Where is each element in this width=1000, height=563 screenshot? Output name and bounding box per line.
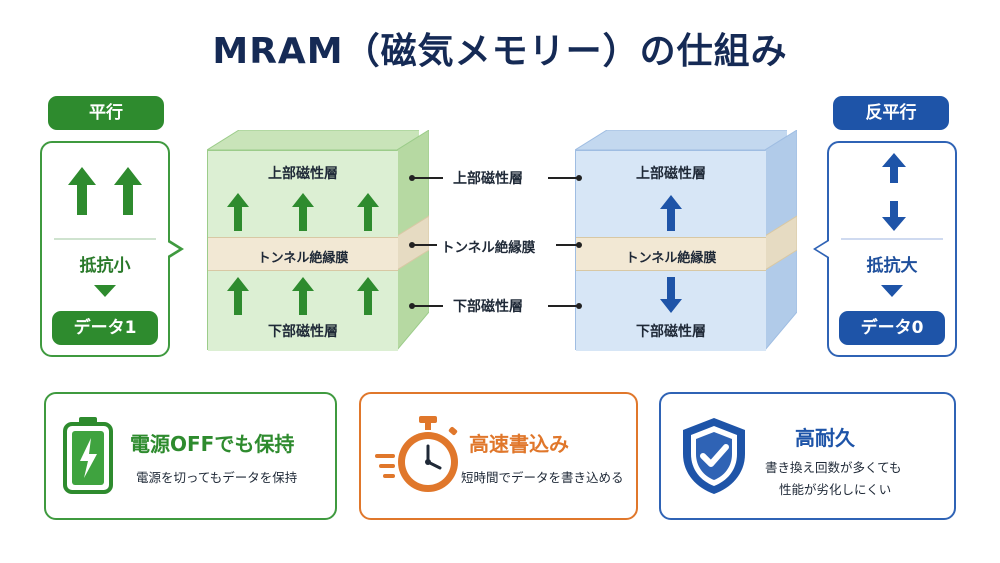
feature-title: 高耐久 bbox=[795, 426, 855, 450]
block-side-face bbox=[397, 130, 429, 350]
callout-line bbox=[413, 244, 437, 246]
lower-layer-label: 下部磁性層 bbox=[268, 324, 338, 340]
feature-desc-line1: 書き換え回数が多くても bbox=[765, 460, 902, 475]
block-side-face bbox=[765, 130, 797, 350]
upper-layer-label: 上部磁性層 bbox=[636, 166, 706, 182]
upper-magnetic-layer: 上部磁性層 bbox=[576, 151, 766, 237]
antiparallel-tag: 反平行 bbox=[833, 96, 949, 130]
block-front-face: 上部磁性層 トンネル絶縁膜 下部磁性層 bbox=[575, 150, 766, 351]
callout-line bbox=[548, 305, 578, 307]
tunnel-barrier-layer: トンネル絶縁膜 bbox=[208, 237, 398, 271]
page-title: MRAM（磁気メモリー）の仕組み bbox=[212, 31, 788, 72]
antiparallel-panel: 抵抗大 データ0 bbox=[813, 141, 957, 357]
lower-magnetic-layer: 下部磁性層 bbox=[208, 271, 398, 351]
antiparallel-arrows-icon bbox=[882, 153, 906, 231]
callout-line bbox=[413, 305, 443, 307]
battery-icon bbox=[63, 417, 113, 494]
callout-dot bbox=[409, 303, 415, 309]
feature-title: 高速書込み bbox=[469, 432, 569, 456]
feature-card-fast-write: 高速書込み 短時間でデータを書き込める bbox=[359, 392, 638, 520]
shield-check-icon bbox=[683, 418, 745, 494]
parallel-arrows-icon bbox=[68, 167, 142, 215]
lower-magnetic-layer: 下部磁性層 bbox=[576, 271, 766, 351]
down-triangle-icon bbox=[94, 285, 116, 297]
down-triangle-icon bbox=[881, 285, 903, 297]
feature-card-nonvolatile: 電源OFFでも保持 電源を切ってもデータを保持 bbox=[44, 392, 337, 520]
tunnel-barrier-layer: トンネル絶縁膜 bbox=[576, 237, 766, 271]
block-front-face: 上部磁性層 トンネル絶縁膜 下部磁性層 bbox=[207, 150, 398, 351]
callout-dot bbox=[409, 242, 415, 248]
parallel-mtj-block: 上部磁性層 トンネル絶縁膜 下部磁性層 bbox=[207, 130, 429, 354]
parallel-data: データ1 bbox=[52, 311, 158, 345]
panel-divider bbox=[841, 238, 943, 240]
antiparallel-resistance: 抵抗大 bbox=[866, 256, 918, 276]
upper-magnetic-layer: 上部磁性層 bbox=[208, 151, 398, 237]
block-top-face bbox=[207, 130, 419, 150]
tunnel-layer-label: トンネル絶縁膜 bbox=[625, 251, 717, 266]
callout-line bbox=[556, 244, 578, 246]
up-arrows-icon bbox=[227, 277, 379, 315]
up-arrow-icon bbox=[660, 195, 682, 231]
callout-line bbox=[548, 177, 578, 179]
feature-card-durability: 高耐久 書き換え回数が多くても 性能が劣化しにくい bbox=[659, 392, 956, 520]
panel-pointer bbox=[813, 239, 829, 259]
callout-dot bbox=[576, 303, 582, 309]
feature-desc-line2: 性能が劣化しにくい bbox=[779, 482, 892, 497]
parallel-panel: 抵抗小 データ1 bbox=[40, 141, 184, 357]
callout-dot bbox=[576, 242, 582, 248]
callout-dot bbox=[409, 175, 415, 181]
block-top-face bbox=[575, 130, 787, 150]
callout-line bbox=[413, 177, 443, 179]
down-arrow-icon bbox=[660, 277, 682, 313]
upper-layer-label: 上部磁性層 bbox=[268, 166, 338, 182]
tunnel-layer-label: トンネル絶縁膜 bbox=[257, 251, 349, 266]
stopwatch-icon bbox=[375, 416, 458, 492]
feature-title: 電源OFFでも保持 bbox=[130, 432, 295, 456]
up-arrows-icon bbox=[227, 193, 379, 231]
lower-layer-label: 下部磁性層 bbox=[636, 324, 706, 340]
parallel-tag: 平行 bbox=[48, 96, 164, 130]
feature-desc: 電源を切ってもデータを保持 bbox=[136, 470, 298, 485]
antiparallel-mtj-block: 上部磁性層 トンネル絶縁膜 下部磁性層 bbox=[575, 130, 797, 354]
callout-lower: 下部磁性層 bbox=[453, 299, 523, 315]
callout-upper: 上部磁性層 bbox=[453, 171, 523, 187]
panel-pointer bbox=[166, 239, 184, 259]
callout-tunnel: トンネル絶縁膜 bbox=[441, 240, 536, 256]
panel-divider bbox=[54, 238, 156, 240]
antiparallel-data: データ0 bbox=[839, 311, 945, 345]
callout-dot bbox=[576, 175, 582, 181]
feature-desc: 短時間でデータを書き込める bbox=[461, 470, 624, 485]
parallel-resistance: 抵抗小 bbox=[79, 256, 131, 276]
